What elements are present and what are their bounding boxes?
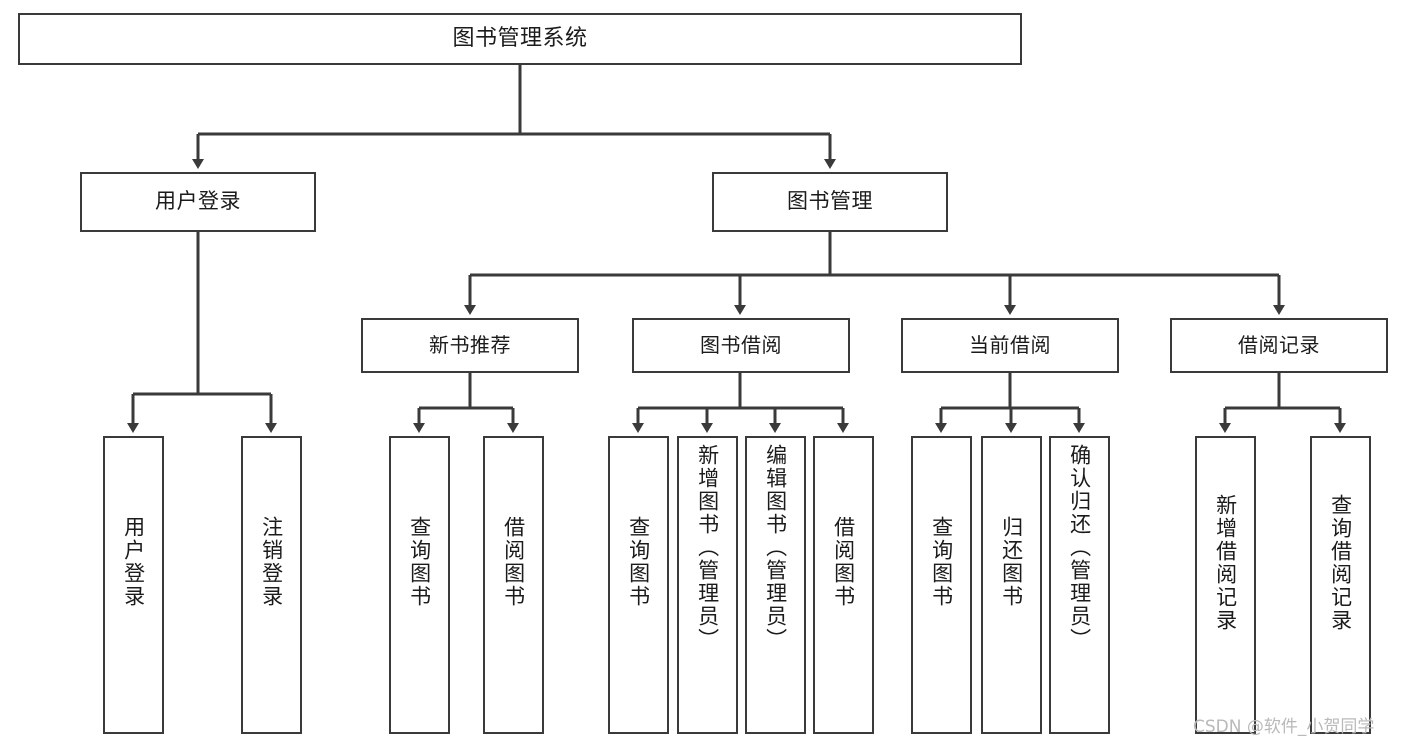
- node-label: 借阅记录: [1238, 333, 1320, 358]
- node-label: 当前借阅: [969, 333, 1051, 358]
- leaf-query-books-current[interactable]: 查询图书: [911, 436, 972, 734]
- node-label: 借阅图书: [501, 516, 526, 608]
- node-book-management[interactable]: 图书管理: [712, 172, 948, 232]
- node-label: 查询借阅记录: [1328, 494, 1353, 632]
- csdn-watermark: CSDN @软件_小贺同学: [1193, 717, 1375, 737]
- node-label: 查询图书: [626, 516, 651, 608]
- node-label: 图书管理: [787, 189, 873, 214]
- node-label: 新书推荐: [429, 333, 511, 358]
- node-label: 图书借阅: [700, 333, 782, 358]
- node-label: 新增图书（管理员）: [695, 444, 720, 651]
- leaf-user-login[interactable]: 用户登录: [103, 436, 164, 734]
- node-label: 查询图书: [929, 516, 954, 608]
- node-label: 用户登录: [121, 516, 146, 608]
- leaf-edit-book-admin[interactable]: 编辑图书（管理员）: [745, 436, 806, 734]
- node-label: 新增借阅记录: [1213, 494, 1238, 632]
- leaf-query-books-rec[interactable]: 查询图书: [389, 436, 450, 734]
- leaf-borrow-books[interactable]: 借阅图书: [813, 436, 874, 734]
- leaf-return-books[interactable]: 归还图书: [981, 436, 1042, 734]
- leaf-add-book-admin[interactable]: 新增图书（管理员）: [677, 436, 738, 734]
- node-label: 图书管理系统: [452, 25, 588, 51]
- node-label: 借阅图书: [831, 516, 856, 608]
- node-borrowing-record[interactable]: 借阅记录: [1170, 318, 1388, 373]
- node-label: 归还图书: [999, 516, 1024, 608]
- node-label: 编辑图书（管理员）: [763, 444, 788, 651]
- leaf-query-borrow-record[interactable]: 查询借阅记录: [1310, 436, 1371, 734]
- leaf-logout[interactable]: 注销登录: [241, 436, 302, 734]
- node-label: 查询图书: [407, 516, 432, 608]
- node-book-borrowing[interactable]: 图书借阅: [632, 318, 850, 373]
- node-current-borrowing[interactable]: 当前借阅: [901, 318, 1119, 373]
- leaf-borrow-books-rec[interactable]: 借阅图书: [483, 436, 544, 734]
- node-label: 确认归还（管理员）: [1067, 444, 1092, 651]
- node-user-login[interactable]: 用户登录: [80, 172, 316, 232]
- leaf-add-borrow-record[interactable]: 新增借阅记录: [1195, 436, 1256, 734]
- node-root-system[interactable]: 图书管理系统: [18, 13, 1022, 65]
- node-label: 注销登录: [259, 516, 284, 608]
- leaf-confirm-return-admin[interactable]: 确认归还（管理员）: [1049, 436, 1110, 734]
- leaf-query-books-borrow[interactable]: 查询图书: [608, 436, 669, 734]
- node-label: 用户登录: [155, 189, 241, 214]
- node-new-book-recommendation[interactable]: 新书推荐: [361, 318, 579, 373]
